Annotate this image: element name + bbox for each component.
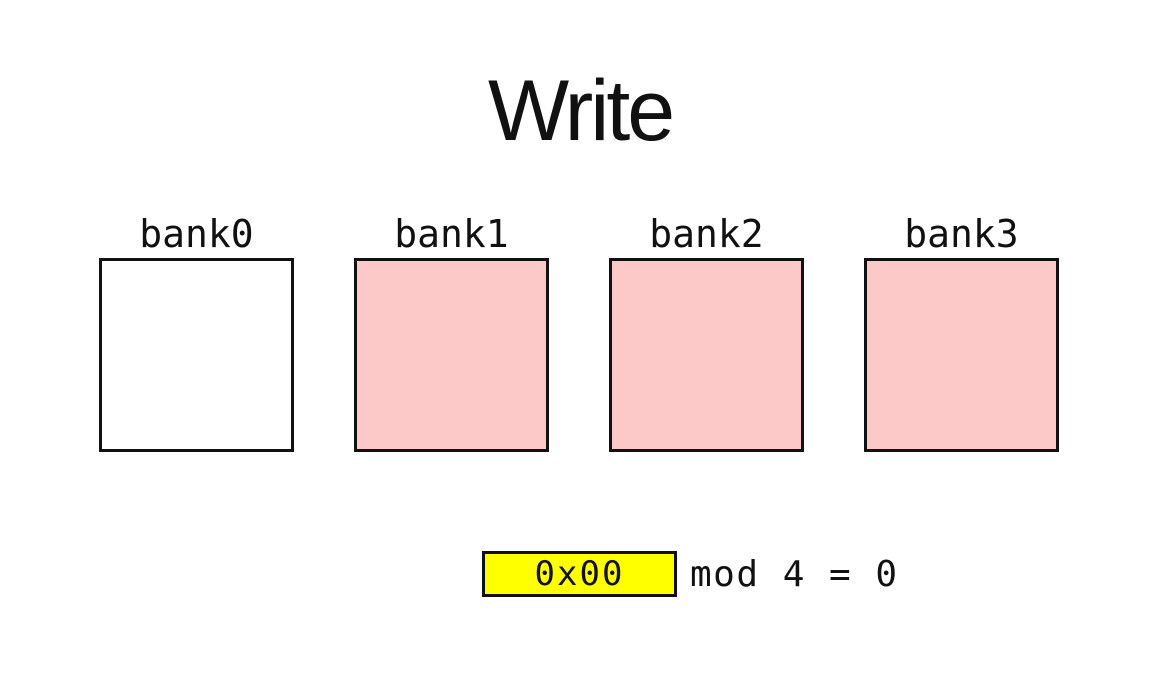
bank-label-1: bank1 (394, 212, 509, 256)
bank-group-0: bank0 (99, 212, 294, 452)
bank-box-3 (864, 258, 1059, 452)
equation-text: mod 4 = 0 (690, 553, 899, 595)
bank-group-1: bank1 (354, 212, 549, 452)
bank-group-2: bank2 (609, 212, 804, 452)
banks-row: bank0 bank1 bank2 bank3 (99, 212, 1059, 452)
bank-label-0: bank0 (139, 212, 254, 256)
page-title: Write (487, 63, 675, 159)
bank-label-3: bank3 (904, 212, 1019, 256)
address-row: 0x00 mod 4 = 0 (482, 551, 899, 597)
bank-box-0 (99, 258, 294, 452)
address-box: 0x00 (482, 551, 677, 597)
address-value: 0x00 (534, 554, 625, 594)
bank-group-3: bank3 (864, 212, 1059, 452)
bank-box-2 (609, 258, 804, 452)
bank-label-2: bank2 (649, 212, 764, 256)
bank-box-1 (354, 258, 549, 452)
